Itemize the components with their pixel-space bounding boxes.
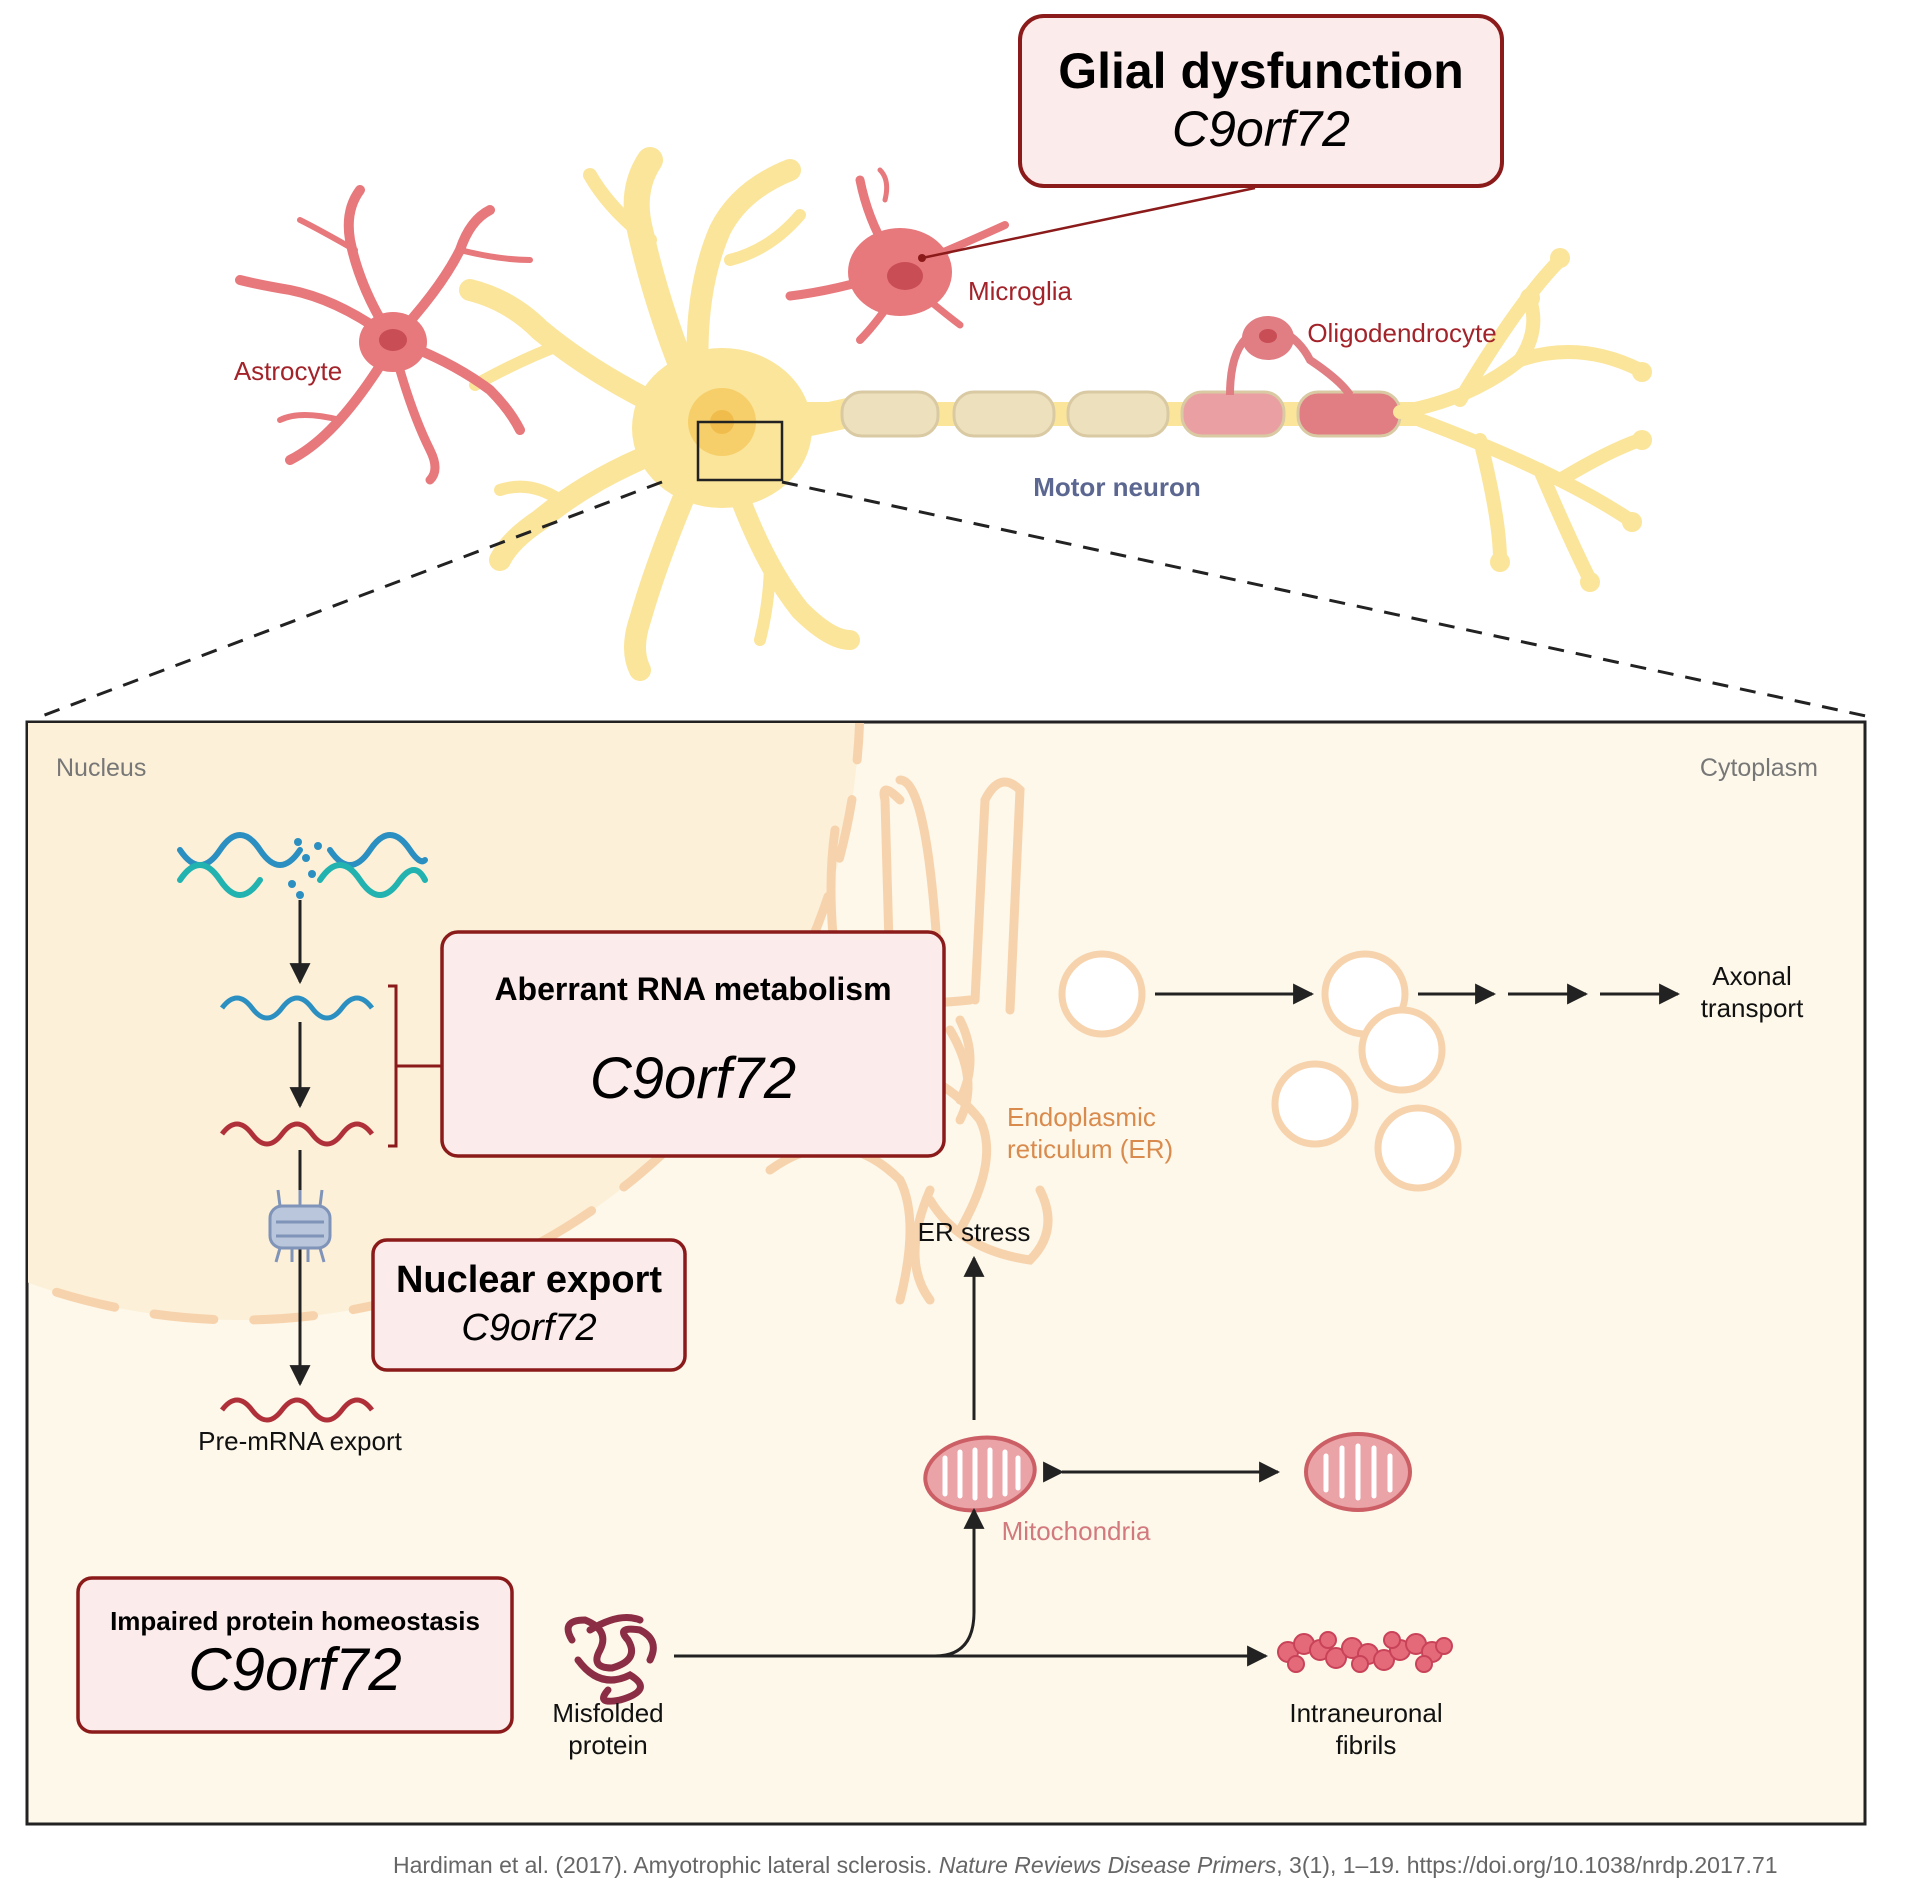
motor-neuron-illustration xyxy=(459,147,1652,681)
er-label-line2: reticulum (ER) xyxy=(1007,1134,1173,1164)
dna-icon xyxy=(177,832,428,899)
rna-wave-red-icon xyxy=(220,1121,374,1147)
export-box-gene: C9orf72 xyxy=(461,1307,596,1349)
fibrils-label-line1: Intraneuronal xyxy=(1289,1698,1442,1728)
nuclear-export-box: Nuclear export C9orf72 xyxy=(371,1238,687,1372)
nuclear-pore-icon xyxy=(268,1189,332,1263)
aberrant-rna-box: Aberrant RNA metabolism C9orf72 xyxy=(440,930,946,1158)
citation-rest: , 3(1), 1–19. https://doi.org/10.1038/nr… xyxy=(1276,1852,1778,1878)
zoom-line-right xyxy=(781,480,1867,718)
oligodendrocyte-label: Oligodendrocyte xyxy=(1307,318,1496,348)
nucleus-label: Nucleus xyxy=(56,754,146,782)
misfolded-label-line1: Misfolded xyxy=(552,1698,663,1728)
microglia-illustration xyxy=(785,167,1009,344)
protein-box-gene: C9orf72 xyxy=(188,1636,401,1703)
pre-mrna-export-label: Pre-mRNA export xyxy=(198,1426,402,1456)
oligodendrocyte-illustration xyxy=(1226,316,1354,398)
citation: Hardiman et al. (2017). Amyotrophic late… xyxy=(393,1852,1908,1886)
microglia-label: Microglia xyxy=(968,276,1073,306)
misfolded-label-line2: protein xyxy=(568,1730,648,1760)
glial-dysfunction-box: Glial dysfunction C9orf72 xyxy=(1018,14,1504,188)
axonal-transport-line1: Axonal xyxy=(1712,961,1792,991)
citation-journal: Nature Reviews Disease Primers xyxy=(938,1852,1277,1878)
er-label-line1: Endoplasmic xyxy=(1007,1102,1156,1132)
misfolded-protein-icon xyxy=(564,1614,657,1705)
citation-authors: Hardiman et al. (2017). Amyotrophic late… xyxy=(393,1852,939,1878)
cytoplasm-label: Cytoplasm xyxy=(1700,754,1818,782)
er-stress-label: ER stress xyxy=(918,1217,1031,1247)
protein-homeostasis-box: Impaired protein homeostasis C9orf72 xyxy=(76,1576,514,1734)
mitochondria-label: Mitochondria xyxy=(1002,1516,1151,1546)
zoom-line-left xyxy=(41,480,663,718)
fibrils-label-line2: fibrils xyxy=(1336,1730,1397,1760)
mitochondrion-icon xyxy=(923,1435,1037,1513)
axonal-transport-line2: transport xyxy=(1701,993,1804,1023)
fibrils-icon xyxy=(1277,1631,1453,1673)
microglia-leader-line xyxy=(921,186,1256,260)
rna-box-gene: C9orf72 xyxy=(590,1046,796,1111)
protein-box-title: Impaired protein homeostasis xyxy=(110,1606,480,1636)
astrocyte-illustration xyxy=(235,185,533,485)
vesicles xyxy=(1058,950,1462,1192)
rna-box-title: Aberrant RNA metabolism xyxy=(494,971,891,1007)
astrocyte-label: Astrocyte xyxy=(234,356,342,386)
export-box-title: Nuclear export xyxy=(396,1259,662,1301)
rna-wave-blue-icon xyxy=(220,995,374,1021)
mitochondrion-icon-right xyxy=(1304,1432,1412,1512)
glial-box-gene: C9orf72 xyxy=(1172,101,1350,157)
pre-mrna-wave-icon xyxy=(220,1397,374,1423)
motor-neuron-label: Motor neuron xyxy=(1033,472,1201,502)
glial-box-title: Glial dysfunction xyxy=(1058,43,1464,99)
